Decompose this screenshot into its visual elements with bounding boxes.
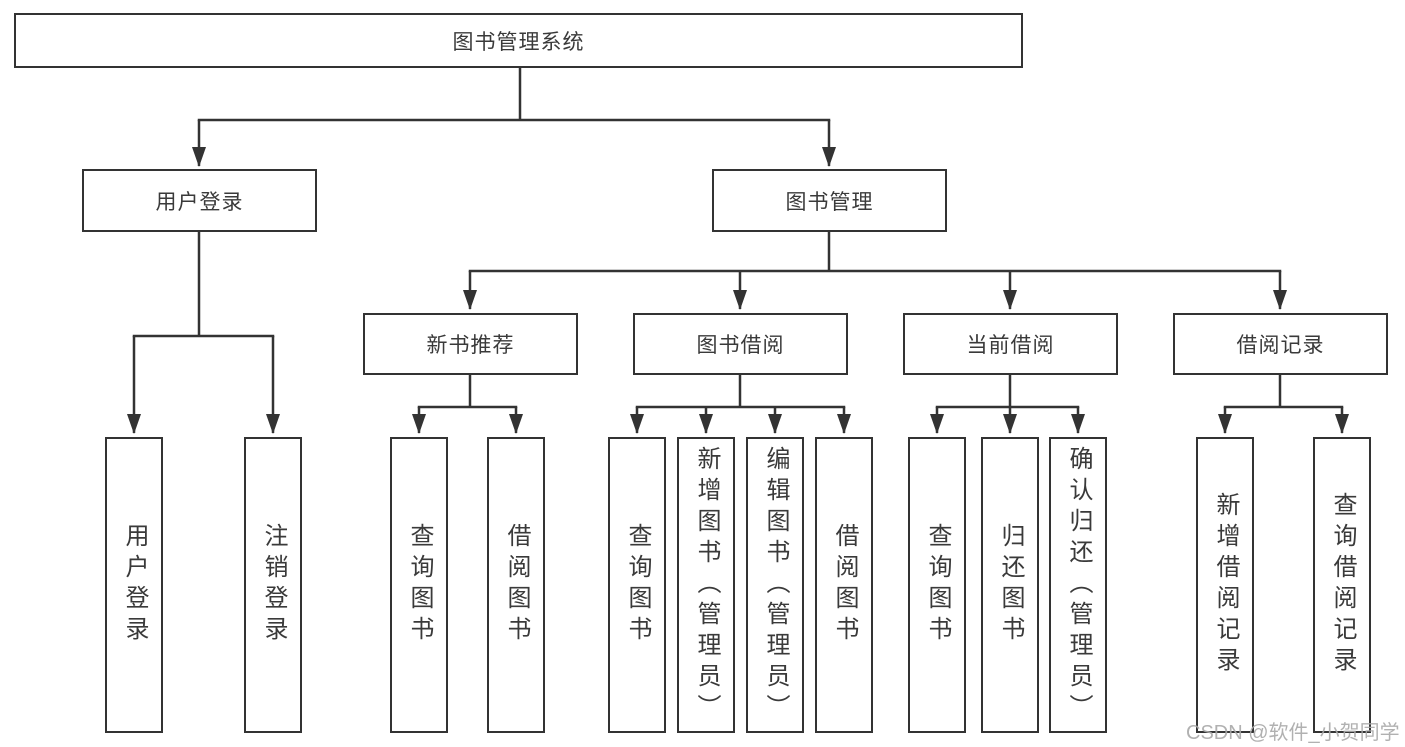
node-borrow-records-label: 借阅记录 xyxy=(1236,334,1325,357)
leaf-recommend-borrow-books-label: 借阅图书 xyxy=(503,523,530,647)
leaf-recommend-query-books: 查询图书 xyxy=(390,437,448,733)
node-book-management-label: 图书管理 xyxy=(785,190,874,214)
connector-borrow-to-leaves xyxy=(630,375,851,434)
node-borrow-records: 借阅记录 xyxy=(1173,313,1388,375)
leaf-recommend-query-books-label: 查询图书 xyxy=(406,523,433,647)
connector-root-to-level2 xyxy=(192,68,836,167)
node-book-borrow-label: 图书借阅 xyxy=(696,334,785,357)
leaf-records-add-record-label: 新增借阅记录 xyxy=(1212,492,1239,678)
leaf-borrow-add-books-admin: 新增图书（管理员） xyxy=(677,437,735,733)
leaf-current-return-books-label: 归还图书 xyxy=(997,523,1024,647)
node-current-borrow-label: 当前借阅 xyxy=(966,334,1055,357)
leaf-user-login: 用户登录 xyxy=(105,437,163,733)
leaf-records-query-record: 查询借阅记录 xyxy=(1313,437,1371,733)
leaf-user-login-label: 用户登录 xyxy=(121,523,148,647)
connector-mgmt-to-level3 xyxy=(463,232,1287,310)
node-new-book-recommend-label: 新书推荐 xyxy=(426,334,515,357)
leaf-borrow-query-books-label: 查询图书 xyxy=(624,523,651,647)
leaf-records-add-record: 新增借阅记录 xyxy=(1196,437,1254,733)
node-user-login: 用户登录 xyxy=(82,169,317,232)
connector-recommend-to-leaves xyxy=(412,375,523,434)
leaf-borrow-add-books-admin-label: 新增图书（管理员） xyxy=(693,445,720,725)
connector-current-to-leaves xyxy=(930,375,1085,434)
node-user-login-label: 用户登录 xyxy=(155,190,244,214)
leaf-current-confirm-return-admin: 确认归还（管理员） xyxy=(1049,437,1107,733)
leaf-borrow-borrow-books: 借阅图书 xyxy=(815,437,873,733)
leaf-current-return-books: 归还图书 xyxy=(981,437,1039,733)
leaf-logout-label: 注销登录 xyxy=(260,523,287,647)
leaf-logout: 注销登录 xyxy=(244,437,302,733)
node-book-borrow: 图书借阅 xyxy=(633,313,848,375)
connector-records-to-leaves xyxy=(1218,375,1349,434)
node-current-borrow: 当前借阅 xyxy=(903,313,1118,375)
node-new-book-recommend: 新书推荐 xyxy=(363,313,578,375)
leaf-current-confirm-return-admin-label: 确认归还（管理员） xyxy=(1065,445,1092,725)
leaf-borrow-edit-books-admin: 编辑图书（管理员） xyxy=(746,437,804,733)
node-root-label: 图书管理系统 xyxy=(452,30,585,54)
leaf-recommend-borrow-books: 借阅图书 xyxy=(487,437,545,733)
node-root-system: 图书管理系统 xyxy=(14,13,1023,68)
connector-login-to-leaves xyxy=(127,232,280,434)
csdn-watermark: CSDN @软件_小贺同学 xyxy=(1186,722,1400,744)
leaf-borrow-edit-books-admin-label: 编辑图书（管理员） xyxy=(762,445,789,725)
leaf-current-query-books-label: 查询图书 xyxy=(924,523,951,647)
leaf-borrow-borrow-books-label: 借阅图书 xyxy=(831,523,858,647)
leaf-records-query-record-label: 查询借阅记录 xyxy=(1329,492,1356,678)
node-book-management: 图书管理 xyxy=(712,169,947,232)
leaf-borrow-query-books: 查询图书 xyxy=(608,437,666,733)
leaf-current-query-books: 查询图书 xyxy=(908,437,966,733)
